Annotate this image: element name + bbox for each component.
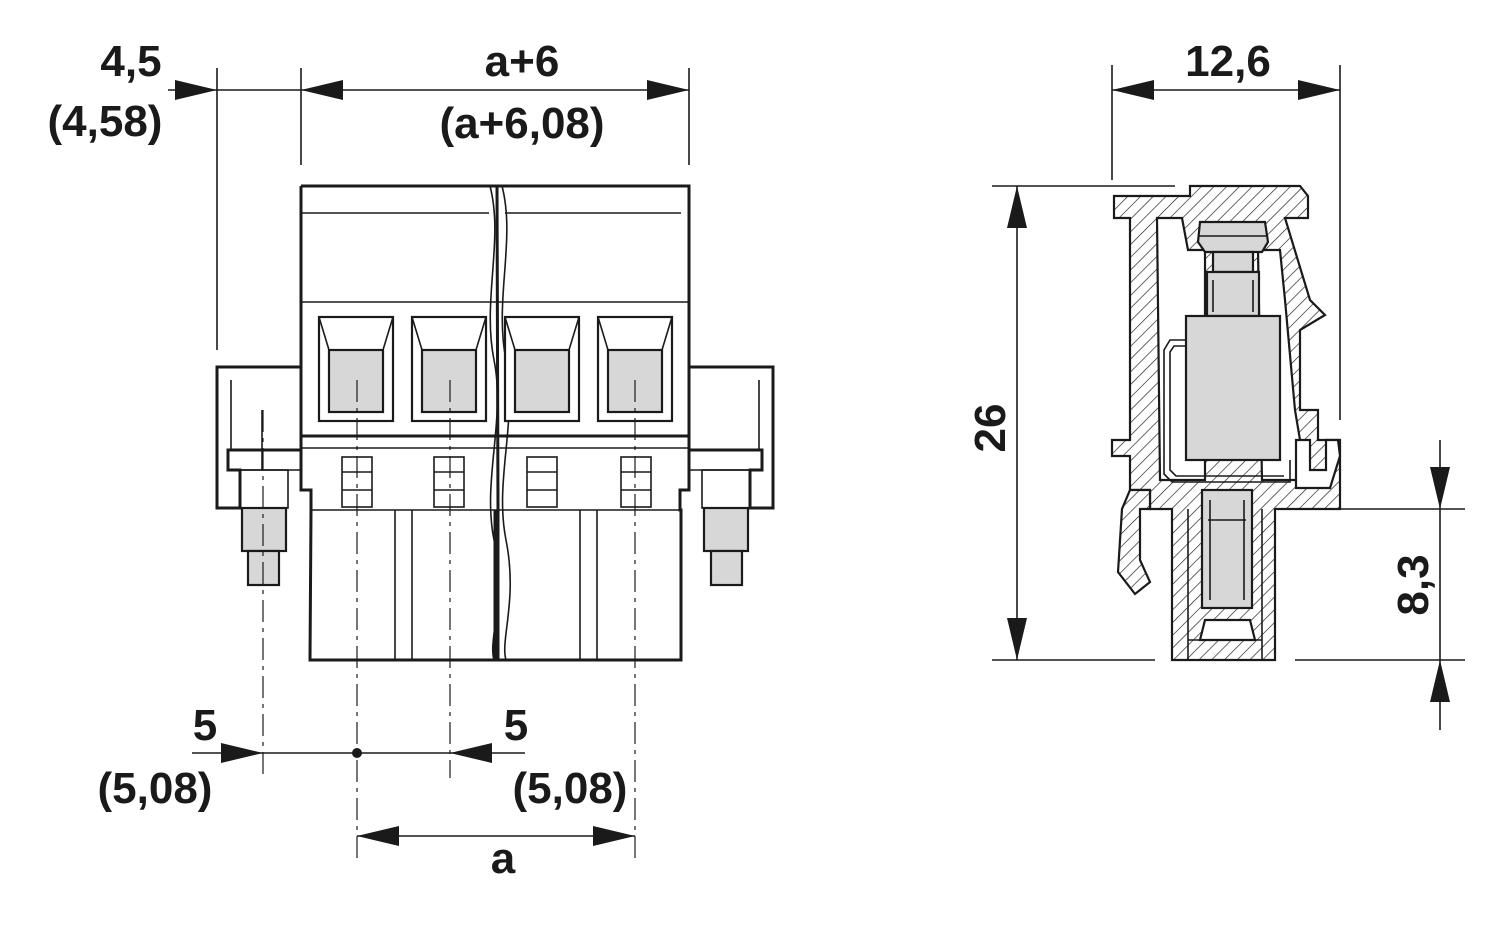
front-view: 4,5 (4,58) a+6 (a+6,08) xyxy=(48,37,775,883)
dimension-depth: 12,6 xyxy=(1111,37,1341,420)
dim-side-offset: 4,5 xyxy=(100,37,161,86)
connector-section xyxy=(1110,184,1342,662)
window-2 xyxy=(410,315,488,423)
dim-total-width: a+6 xyxy=(485,37,560,86)
side-view: 12,6 26 8,3 xyxy=(966,37,1465,730)
connector-housing xyxy=(299,184,691,662)
dimension-height: 26 xyxy=(966,185,1175,661)
left-flange xyxy=(215,365,301,587)
window-3 xyxy=(503,315,581,423)
pin-centre-lines xyxy=(262,380,636,860)
dim-height: 26 xyxy=(966,404,1015,453)
dim-span: a xyxy=(491,834,516,883)
dim-pitch-right-alt: (5,08) xyxy=(513,764,628,813)
dimension-pitch: 5 (5,08) 5 (5,08) xyxy=(98,701,628,813)
dimension-pin-length: 8,3 xyxy=(1295,440,1465,730)
screw-windows xyxy=(317,315,674,423)
window-1 xyxy=(317,315,395,423)
dimension-span: a xyxy=(357,826,635,883)
window-4 xyxy=(596,315,674,423)
test-openings xyxy=(341,456,652,508)
dim-pitch-left-alt: (5,08) xyxy=(98,764,213,813)
dim-total-width-alt: (a+6,08) xyxy=(439,99,604,148)
dim-depth: 12,6 xyxy=(1185,37,1271,86)
dim-pitch-right: 5 xyxy=(504,701,528,750)
dimension-side-offset: 4,5 (4,58) xyxy=(48,37,302,350)
dim-pin-length: 8,3 xyxy=(1389,554,1438,615)
dim-side-offset-alt: (4,58) xyxy=(48,97,163,146)
dimension-total-width: a+6 (a+6,08) xyxy=(301,37,690,165)
right-flange xyxy=(689,365,775,587)
dim-pitch-left: 5 xyxy=(193,701,217,750)
